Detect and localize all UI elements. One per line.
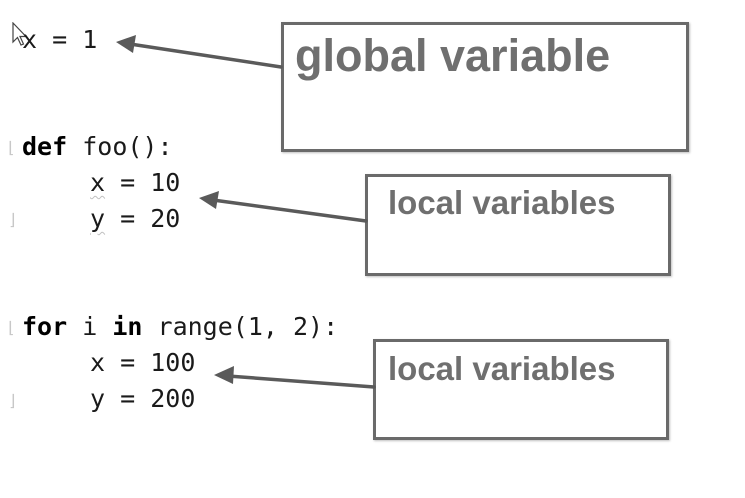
arrow-global [128,42,283,69]
gutter-fold-marker[interactable]: ⌋ [8,391,18,410]
variable-value: 10 [150,168,181,197]
arrow-local-for [226,374,376,389]
assign-operator: = [120,384,136,413]
range-call: range(1, 2): [157,312,339,341]
variable-name: y [90,204,106,233]
variable-name: y [90,384,106,413]
assign-operator: = [120,204,136,233]
code-line-foo-y[interactable]: y = 20 [90,206,180,231]
code-line-for-y[interactable]: y = 200 [90,386,195,411]
variable-value: 20 [150,204,181,233]
variable-value: 1 [82,25,98,54]
variable-name: x [90,168,106,197]
arrow-local-for-head [214,366,234,384]
variable-name: x [90,348,106,377]
keyword-def: def [22,132,68,161]
variable-value: 200 [150,384,196,413]
annotation-box-global [281,22,689,152]
annotation-box-local-foo [365,174,671,276]
code-line-def-foo[interactable]: def foo(): [22,134,173,159]
code-line-foo-x[interactable]: x = 10 [90,170,180,195]
assign-operator: = [120,168,136,197]
variable-name: x [22,25,38,54]
code-line-global-x[interactable]: x = 1 [22,27,97,52]
assign-operator: = [120,348,136,377]
code-line-for-loop[interactable]: for i in range(1, 2): [22,314,338,339]
variable-value: 100 [150,348,196,377]
function-signature: foo(): [82,132,173,161]
mouse-pointer-icon [12,22,28,46]
keyword-for: for [22,312,68,341]
arrow-local-foo [211,198,368,223]
annotation-box-local-for [373,339,669,440]
gutter-fold-marker[interactable]: ⌊ [6,138,16,157]
annotation-label-local-foo: local variables [388,184,616,221]
assign-operator: = [52,25,68,54]
arrow-local-foo-head [199,191,219,209]
annotation-label-local-for: local variables [388,350,616,387]
loop-variable: i [82,312,98,341]
annotation-label-global: global variable [295,30,611,81]
arrow-global-head [116,35,136,53]
gutter-fold-marker[interactable]: ⌊ [6,318,16,337]
code-line-for-x[interactable]: x = 100 [90,350,195,375]
gutter-fold-marker[interactable]: ⌋ [8,210,18,229]
keyword-in: in [112,312,143,341]
